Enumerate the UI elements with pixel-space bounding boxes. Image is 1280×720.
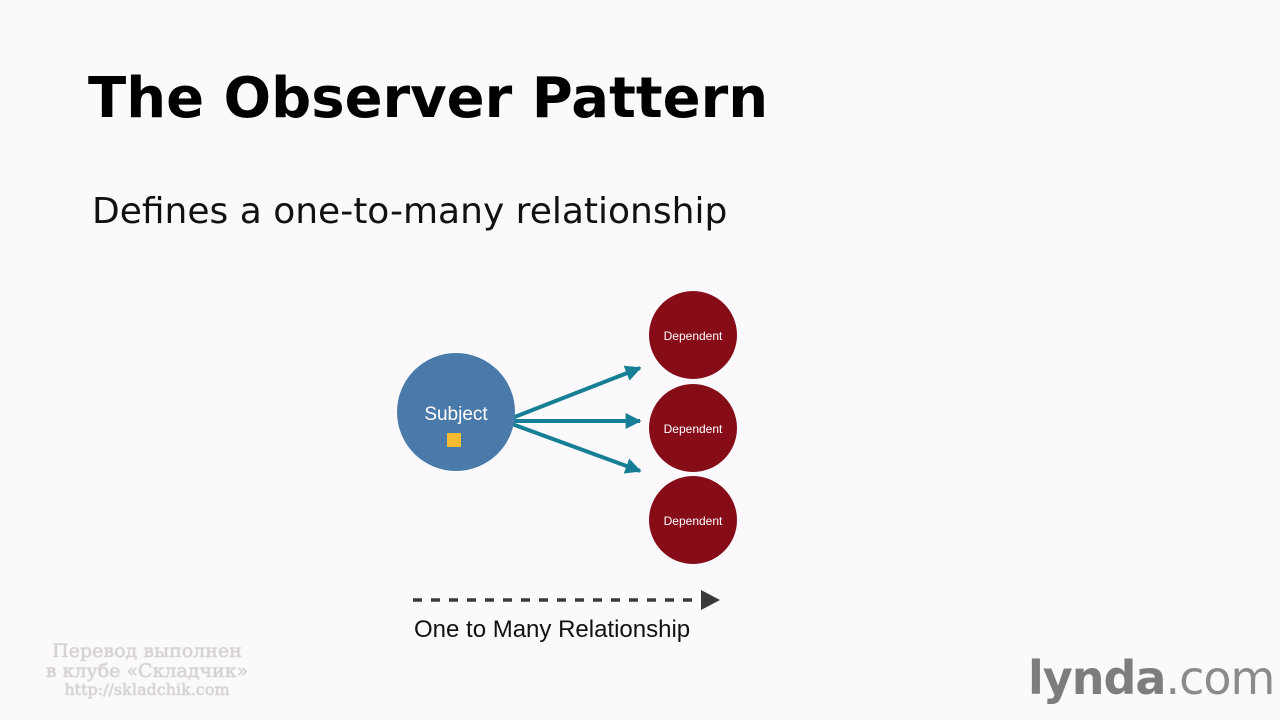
slide-subtitle: Defines a one-to-many relationship <box>92 191 728 232</box>
subject-node: Subject <box>397 353 515 471</box>
watermark-line-2: в клубе «Складчик» <box>45 660 249 682</box>
dependent-label: Dependent <box>664 422 723 436</box>
watermark-line-1: Перевод выполнен <box>52 640 242 662</box>
arrow-to-dependent-1 <box>511 365 642 420</box>
dependent-node: Dependent <box>649 291 737 379</box>
arrow-to-dependent-3 <box>511 422 642 474</box>
brand-name: lynda <box>1028 651 1166 705</box>
relationship-caption: One to Many Relationship <box>414 616 691 643</box>
relationship-arrow <box>413 590 720 610</box>
watermark: Перевод выполнен в клубе «Складчик» http… <box>22 641 272 699</box>
brand-logo: lynda.com <box>1028 651 1275 705</box>
watermark-url: http://skladchik.com <box>64 680 230 699</box>
dependent-node: Dependent <box>649 476 737 564</box>
dependent-label: Dependent <box>664 514 723 528</box>
dependent-node: Dependent <box>649 384 737 472</box>
brand-suffix: .com <box>1165 651 1275 705</box>
dependent-label: Dependent <box>664 329 723 343</box>
subject-state-marker <box>447 433 461 447</box>
slide-title: The Observer Pattern <box>88 66 769 131</box>
subject-label: Subject <box>424 404 488 425</box>
